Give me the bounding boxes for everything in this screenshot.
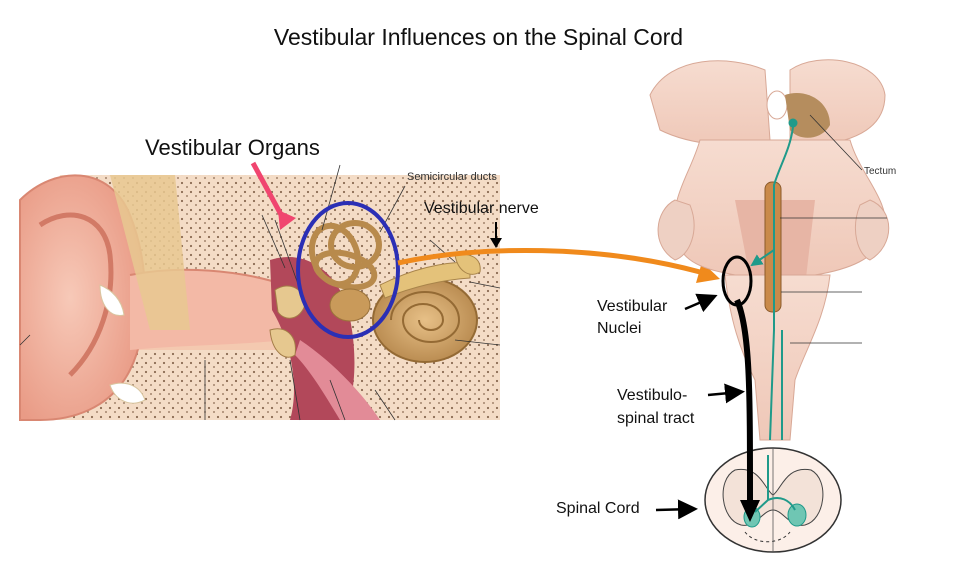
label-tectum: Tectum [864, 166, 897, 177]
vestibulospinal-arrow [734, 298, 760, 522]
pink-arrow [250, 161, 296, 230]
thalamus-left [649, 60, 771, 146]
medulla [724, 274, 831, 441]
label-vestibular-nuclei-1: Vestibular [597, 298, 668, 315]
dashed-tract [744, 531, 791, 543]
brainstem-leaders [780, 114, 887, 344]
label-arrows [655, 293, 745, 520]
vestibular-organs-circle [296, 201, 400, 339]
label-vestibulospinal-1: Vestibulo- [617, 387, 688, 404]
tectum-region [785, 93, 830, 138]
label-semicircular-ducts: Semicircular ducts [407, 171, 497, 183]
spinal-teal [754, 455, 796, 513]
label-vestibular-nuclei-2: Nuclei [597, 320, 642, 337]
peduncle-left [657, 199, 695, 261]
nerve-label-arrow [490, 222, 502, 248]
cartilage-1 [99, 284, 125, 316]
vestibule [329, 288, 371, 322]
semicircular-canals [308, 220, 382, 291]
cartilage-2 [109, 382, 146, 404]
outer-ear-fold [38, 212, 114, 377]
orange-arrow [397, 247, 720, 283]
peduncle-right [854, 199, 890, 261]
ear-illustration [19, 164, 501, 421]
label-vestibular-nerve: Vestibular nerve [424, 200, 539, 217]
spinal-cord-section [704, 447, 842, 553]
brainstem-illustration [649, 59, 890, 441]
vestibular-nerve-bundle [379, 261, 471, 299]
diagram-title: Vestibular Influences on the Spinal Cord [273, 24, 684, 50]
label-spinal-cord: Spinal Cord [556, 500, 640, 517]
eustachian-tube [295, 340, 380, 420]
label-vestibular-organs: Vestibular Organs [145, 135, 320, 160]
label-vestibulospinal-2: spinal tract [617, 410, 695, 427]
pineal [766, 90, 788, 120]
incus [269, 328, 296, 358]
tectospinal-tract [750, 118, 798, 441]
skull-band [110, 175, 190, 330]
ventral-horn-right [787, 503, 807, 527]
